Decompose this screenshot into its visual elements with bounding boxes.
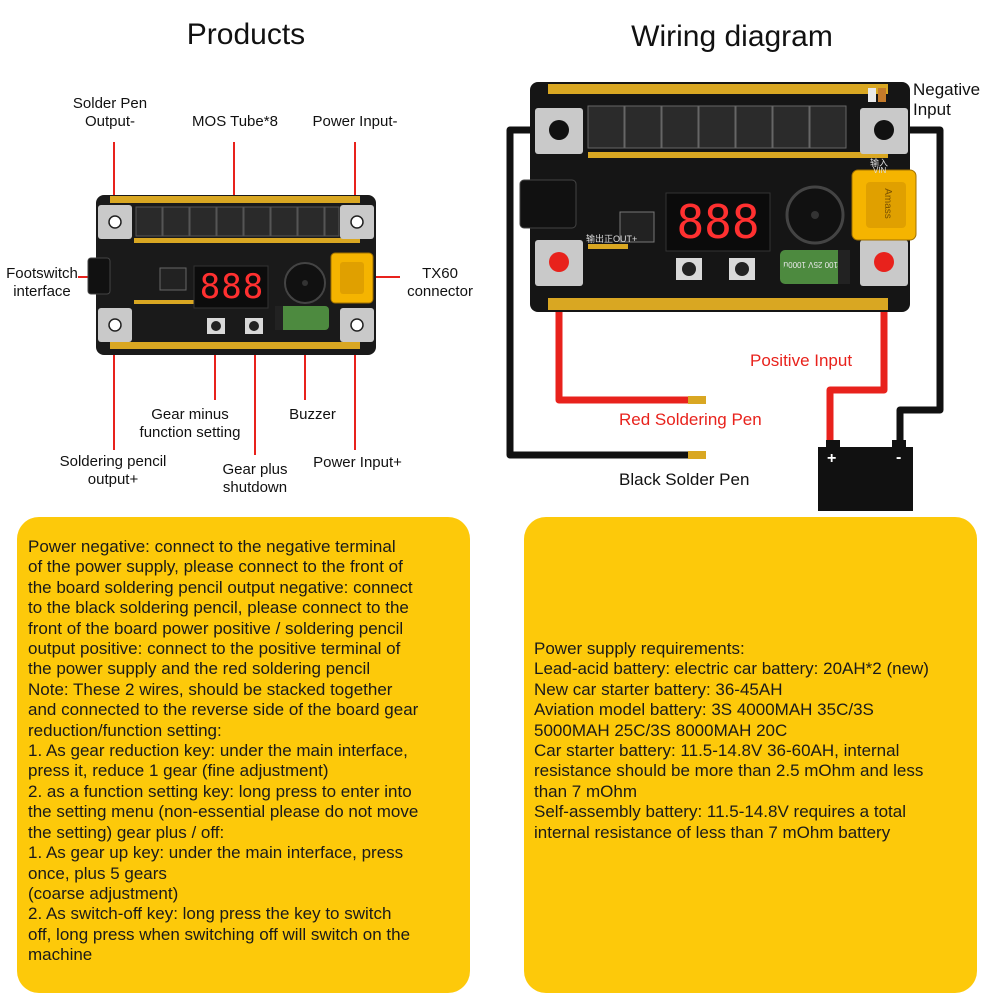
battery-plus-symbol: + [827, 450, 837, 467]
wiring-led-display: 888 [676, 195, 760, 249]
label-black-solder-pen: Black Solder Pen [619, 470, 750, 489]
instructions-line: once, plus 5 gears [28, 863, 167, 883]
power-requirements-text: Power supply requirements:Lead-acid batt… [534, 639, 977, 843]
instructions-line: the power supply and the red soldering p… [28, 659, 371, 679]
instructions-panel: Power negative: connect to the negative … [17, 517, 470, 993]
label-buzzer: Buzzer [289, 406, 336, 423]
label-red-soldering-pen: Red Soldering Pen [619, 410, 762, 429]
instructions-line: (coarse adjustment) [28, 883, 179, 903]
instructions-line: Note: These 2 wires, should be stacked t… [28, 679, 393, 699]
board-vin-label: VIN [873, 166, 887, 175]
instructions-line: the setting) gear plus / off: [28, 822, 225, 842]
red-pen-tip [688, 396, 706, 404]
instructions-line: press it, reduce 1 gear (fine adjustment… [28, 761, 329, 781]
instructions-text: Power negative: connect to the negative … [28, 537, 470, 966]
red-wire-positive [826, 258, 888, 459]
power-requirement-line: 5000MAH 25C/3S 8000MAH 20C [534, 720, 788, 740]
power-requirement-line: resistance should be more than 2.5 mOhm … [534, 761, 924, 781]
instructions-line: 2. As switch-off key: long press the key… [28, 904, 392, 924]
products-board [78, 142, 400, 455]
power-requirement-line: New car starter battery: 36-45AH [534, 679, 783, 699]
power-requirement-line: Aviation model battery: 3S 4000MAH 35C/3… [534, 700, 874, 720]
power-requirement-line: Car starter battery: 11.5-14.8V 36-60AH,… [534, 741, 900, 761]
wiring-diagram [506, 82, 944, 511]
label-power-input-plus: Power Input+ [313, 454, 402, 471]
battery [818, 447, 913, 511]
instructions-line: the setting menu (non-essential please d… [28, 802, 419, 822]
instructions-line: output positive: connect to the positive… [28, 639, 401, 659]
label-positive-input: Positive Input [750, 351, 853, 370]
label-mos-tube: MOS Tube*8 [192, 113, 278, 130]
power-requirement-line: than 7 mOhm [534, 781, 637, 801]
power-requirement-line: Self-assembly battery: 11.5-14.8V requir… [534, 802, 906, 822]
connector-brand-label: Amass [881, 188, 893, 219]
power-requirement-line: internal resistance of less than 7 mOhm … [534, 822, 891, 842]
power-requirement-line: Power supply requirements: [534, 639, 745, 658]
instructions-line: reduction/function setting: [28, 720, 222, 740]
instructions-line: 1. As gear up key: under the main interf… [28, 843, 404, 863]
instructions-line: 1. As gear reduction key: under the main… [28, 741, 408, 761]
battery-minus-symbol: - [896, 449, 902, 466]
label-power-input-minus: Power Input- [312, 113, 398, 130]
instructions-line: and connected to the reverse side of the… [28, 700, 419, 720]
instructions-line: 2. as a function setting key: long press… [28, 781, 412, 801]
board-in-label: 输入 [870, 158, 889, 168]
power-requirements-panel: Power supply requirements:Lead-acid batt… [524, 517, 977, 993]
capacitor-label: 100 25V 1000uF [783, 260, 838, 269]
black-pen-tip [688, 451, 706, 459]
instructions-line: off, long press when switching off will … [28, 924, 411, 944]
instructions-line: of the power supply, please connect to t… [28, 557, 403, 577]
power-requirement-line: Lead-acid battery: electric car battery:… [534, 659, 929, 679]
black-wire-negative [880, 126, 944, 459]
instructions-line: the board soldering pencil output negati… [28, 577, 413, 597]
wiring-diagram-heading: Wiring diagram [631, 20, 833, 53]
board-out-label: 输出正OUT+ [586, 234, 638, 244]
instructions-line: Power negative: connect to the negative … [28, 537, 396, 556]
products-led-display: 888 [199, 267, 265, 307]
products-heading: Products [186, 18, 306, 51]
instructions-line: front of the board power positive / sold… [28, 618, 404, 638]
instructions-line: to the black soldering pencil, please co… [28, 598, 409, 618]
instructions-line: machine [28, 945, 93, 965]
